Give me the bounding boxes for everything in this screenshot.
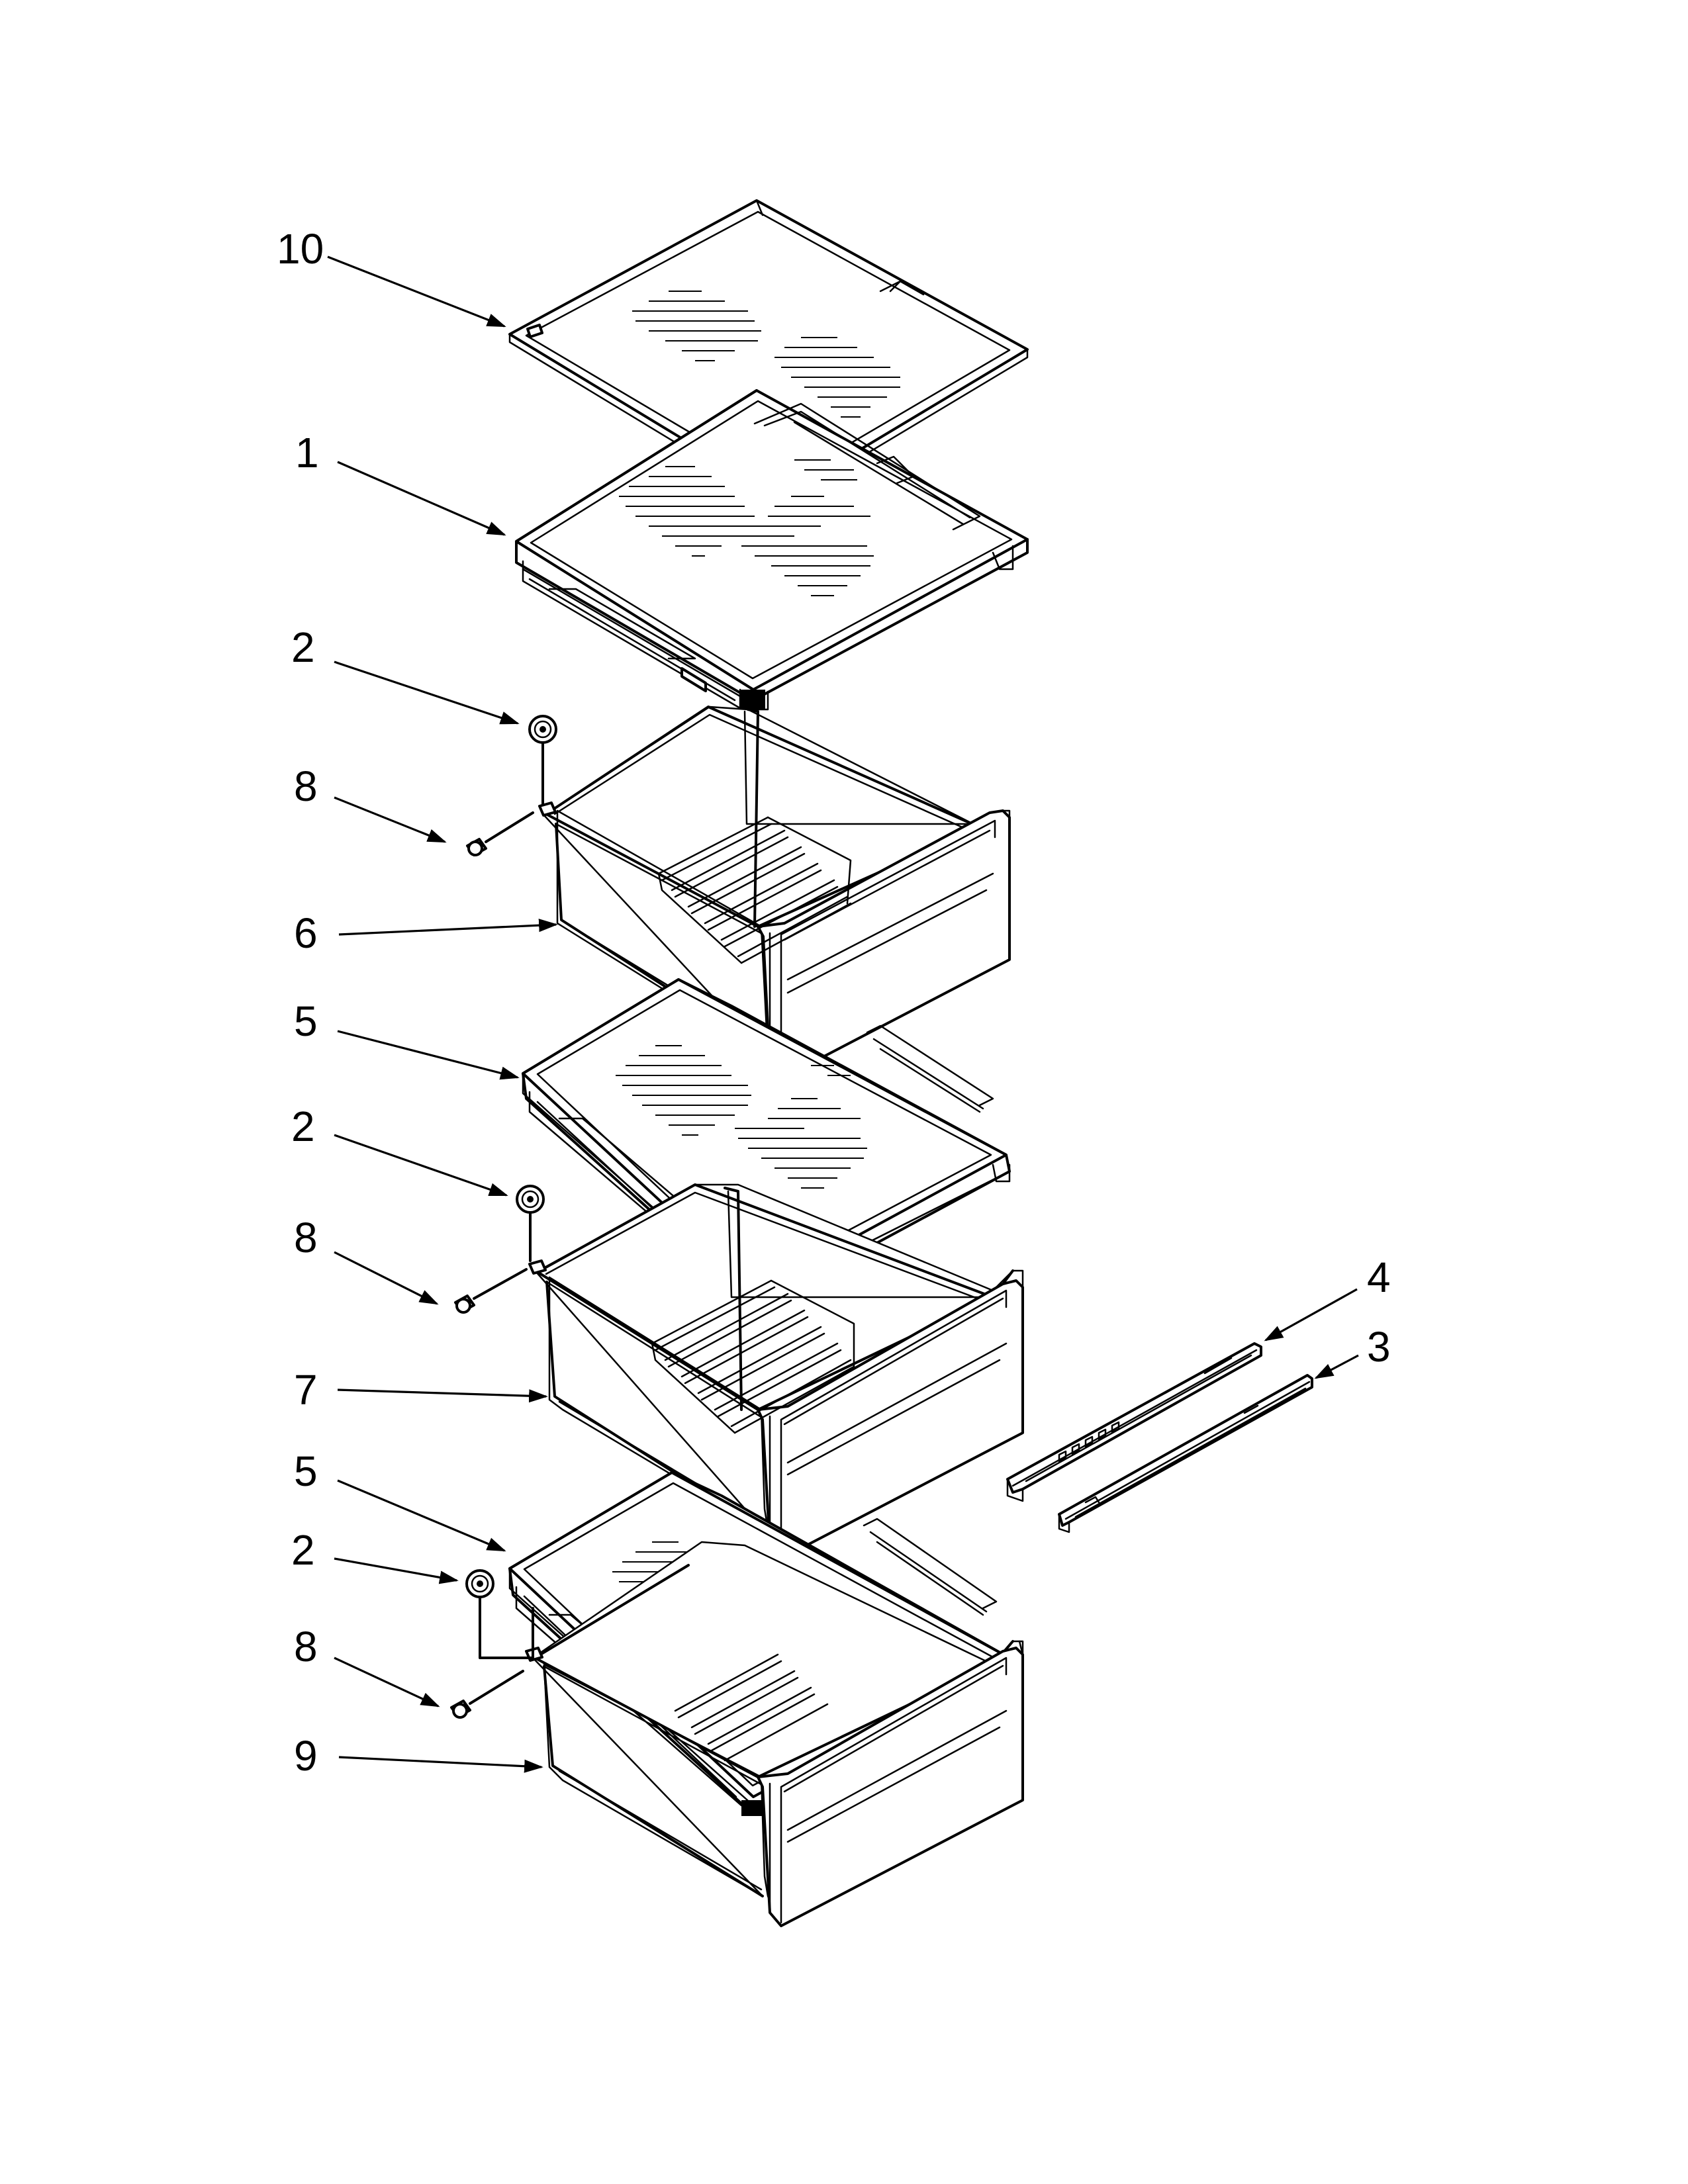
callout-8: 8 [294,1623,318,1670]
callout-2: 2 [291,1103,315,1150]
pin-part-8-middle [454,1268,528,1314]
slide-rail-part-4 [1006,1342,1262,1502]
leader-8b [334,1251,439,1305]
knob-part-2-lower [465,1569,534,1659]
callout-5: 5 [294,997,318,1045]
callout-8: 8 [294,1214,318,1261]
callout-labels: 10 1 2 8 6 5 2 8 7 5 2 8 9 4 3 [277,225,1391,1780]
callout-7: 7 [294,1366,318,1414]
callout-2: 2 [291,1526,315,1574]
pin-part-8-upper [466,811,534,856]
knob-part-2-upper [528,715,557,805]
leader-6 [338,919,558,936]
leader-5a [337,1030,520,1080]
leader-10 [327,255,506,328]
crisper-drawer-part-9 [525,1541,1024,1927]
callout-2: 2 [291,623,315,671]
leader-8a [334,796,447,843]
leader-5b [337,1479,506,1552]
leader-8c [334,1657,440,1707]
callout-8: 8 [294,762,318,810]
callout-6: 6 [294,909,318,957]
crisper-drawer-part-7 [528,1183,1024,1560]
leader-7 [337,1388,548,1403]
leader-2a [334,660,520,725]
leader-9 [338,1756,543,1773]
callout-1: 1 [295,429,319,477]
leader-lines [327,255,1359,1773]
callout-5: 5 [294,1447,318,1495]
glass-shelf-part-10 [508,199,1029,507]
pin-part-8-lower [450,1670,524,1719]
leader-4 [1264,1288,1358,1342]
callout-3: 3 [1367,1323,1391,1371]
callout-9: 9 [294,1732,318,1780]
leader-2c [334,1557,459,1584]
leader-3 [1314,1354,1359,1379]
callout-4: 4 [1367,1253,1391,1301]
callout-10: 10 [277,225,324,273]
crisper-cover-part-5-upper [522,978,1011,1308]
knob-part-2-middle [516,1185,545,1262]
crisper-cover-part-1 [515,389,1029,711]
leader-2b [334,1134,508,1197]
slide-rail-part-3 [1058,1374,1313,1533]
leader-1 [337,461,506,536]
